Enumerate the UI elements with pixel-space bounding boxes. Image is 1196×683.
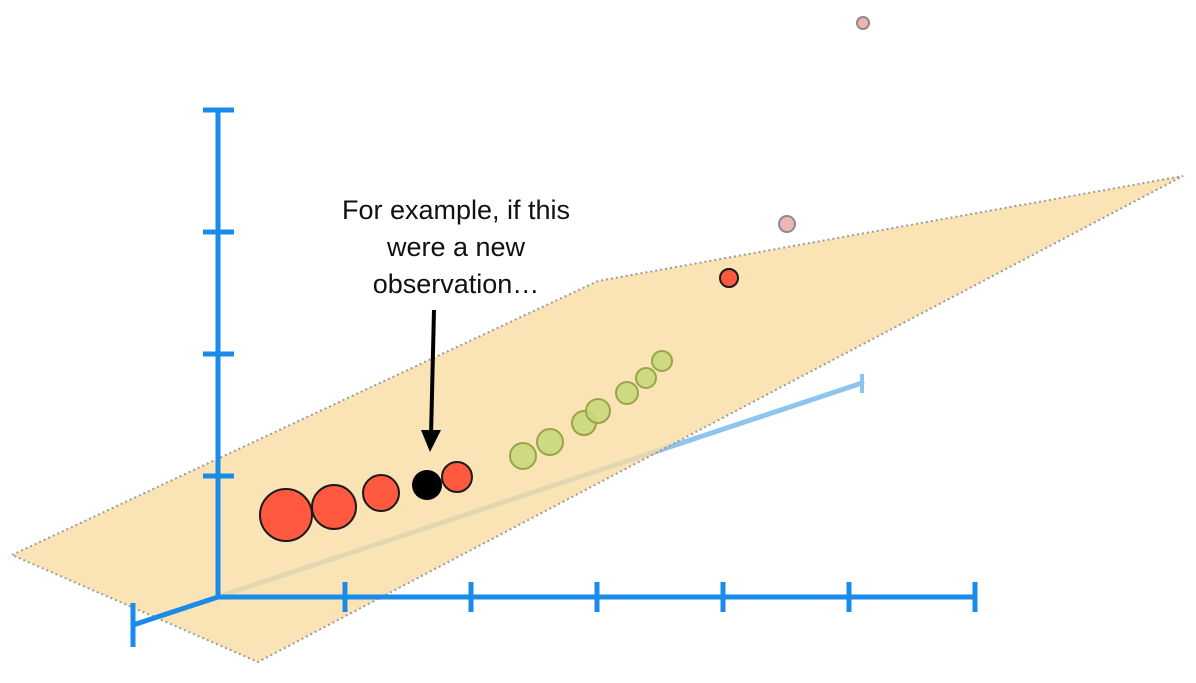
green-point [536, 428, 564, 456]
red-point [441, 461, 473, 493]
new-observation-point [412, 470, 442, 500]
callout-arrow [421, 309, 441, 452]
green-point [635, 367, 657, 389]
red-point [259, 488, 313, 542]
red-point [362, 474, 400, 512]
callout-line: For example, if this [341, 195, 571, 225]
red-point [719, 268, 739, 288]
pink-point [856, 16, 870, 30]
green-point [509, 442, 537, 470]
data-points [259, 16, 870, 542]
arrow-shaft [429, 309, 436, 437]
callout-line: observation… [372, 269, 540, 299]
green-point [615, 381, 639, 405]
red-point [311, 484, 357, 530]
axes [130, 107, 978, 647]
depth-axis-front [132, 594, 219, 628]
arrow-head [421, 430, 441, 452]
green-point [651, 350, 673, 372]
callout-line: were a new [386, 232, 526, 262]
green-point [585, 398, 611, 424]
pink-point [778, 215, 796, 233]
callout-text: For example, if this were a new observat… [296, 192, 616, 303]
